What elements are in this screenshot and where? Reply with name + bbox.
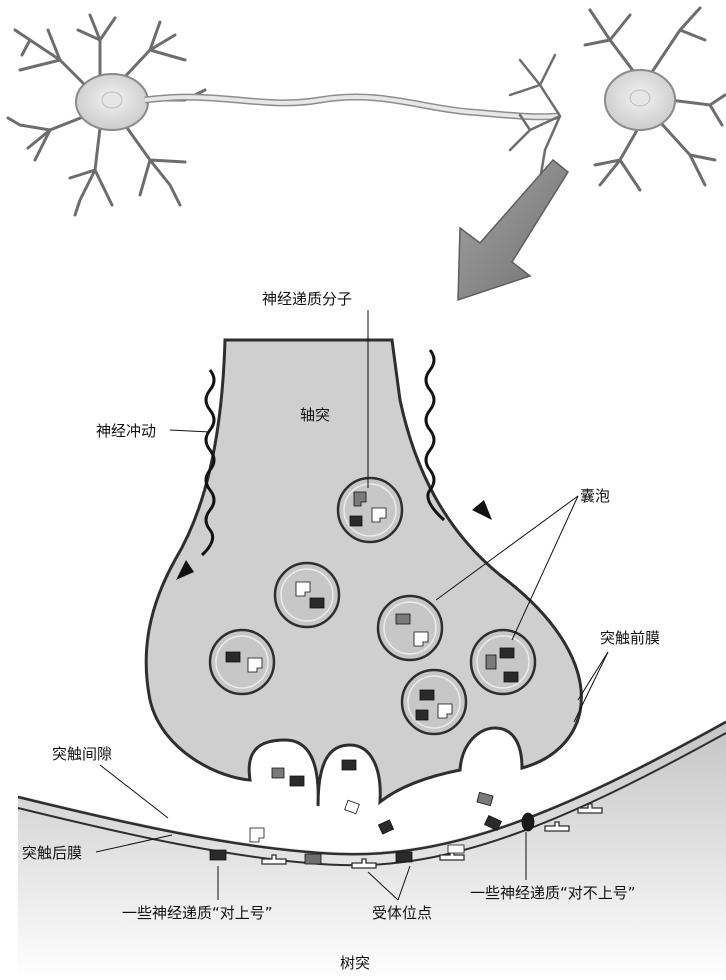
- nerve-impulse-wave-left: [176, 369, 216, 580]
- vesicle: [469, 628, 537, 696]
- neuron-right: [508, 6, 726, 192]
- label-neurotransmitter-molecule: 神经递质分子: [262, 290, 353, 308]
- label-receptor-site: 受体位点: [372, 904, 433, 922]
- label-some-fit: 一些神经递质“对上号”: [122, 904, 273, 922]
- vesicle: [400, 668, 468, 736]
- vesicle: [336, 476, 404, 544]
- neuron-left-nucleus: [101, 91, 123, 109]
- vesicle: [273, 561, 341, 629]
- neuron-right-nucleus: [629, 89, 651, 107]
- bound-neurotransmitters: [209, 844, 465, 865]
- neurotransmitter-molecules: [225, 491, 535, 843]
- neuron-left: [6, 13, 207, 217]
- label-axon: 轴突: [300, 406, 331, 424]
- label-presynaptic-membrane: 突触前膜: [600, 629, 661, 647]
- postsynaptic-membrane-line: [17, 720, 726, 856]
- leader-lines: [95, 310, 609, 901]
- label-dendrite: 树突: [340, 954, 371, 972]
- zoom-arrow: [457, 158, 569, 302]
- label-nerve-impulse: 神经冲动: [96, 422, 157, 440]
- label-some-not-fit: 一些神经递质“对不上号”: [470, 884, 636, 902]
- nerve-impulse-wave-right: [424, 349, 492, 522]
- label-synaptic-cleft: 突触间隙: [52, 745, 113, 763]
- label-postsynaptic-membrane: 突触后膜: [22, 844, 83, 862]
- label-vesicle: 囊泡: [580, 487, 611, 505]
- receptor-sites: [261, 803, 603, 869]
- dendrite-body: [18, 720, 726, 980]
- vesicle: [208, 628, 276, 696]
- vesicle: [376, 594, 444, 662]
